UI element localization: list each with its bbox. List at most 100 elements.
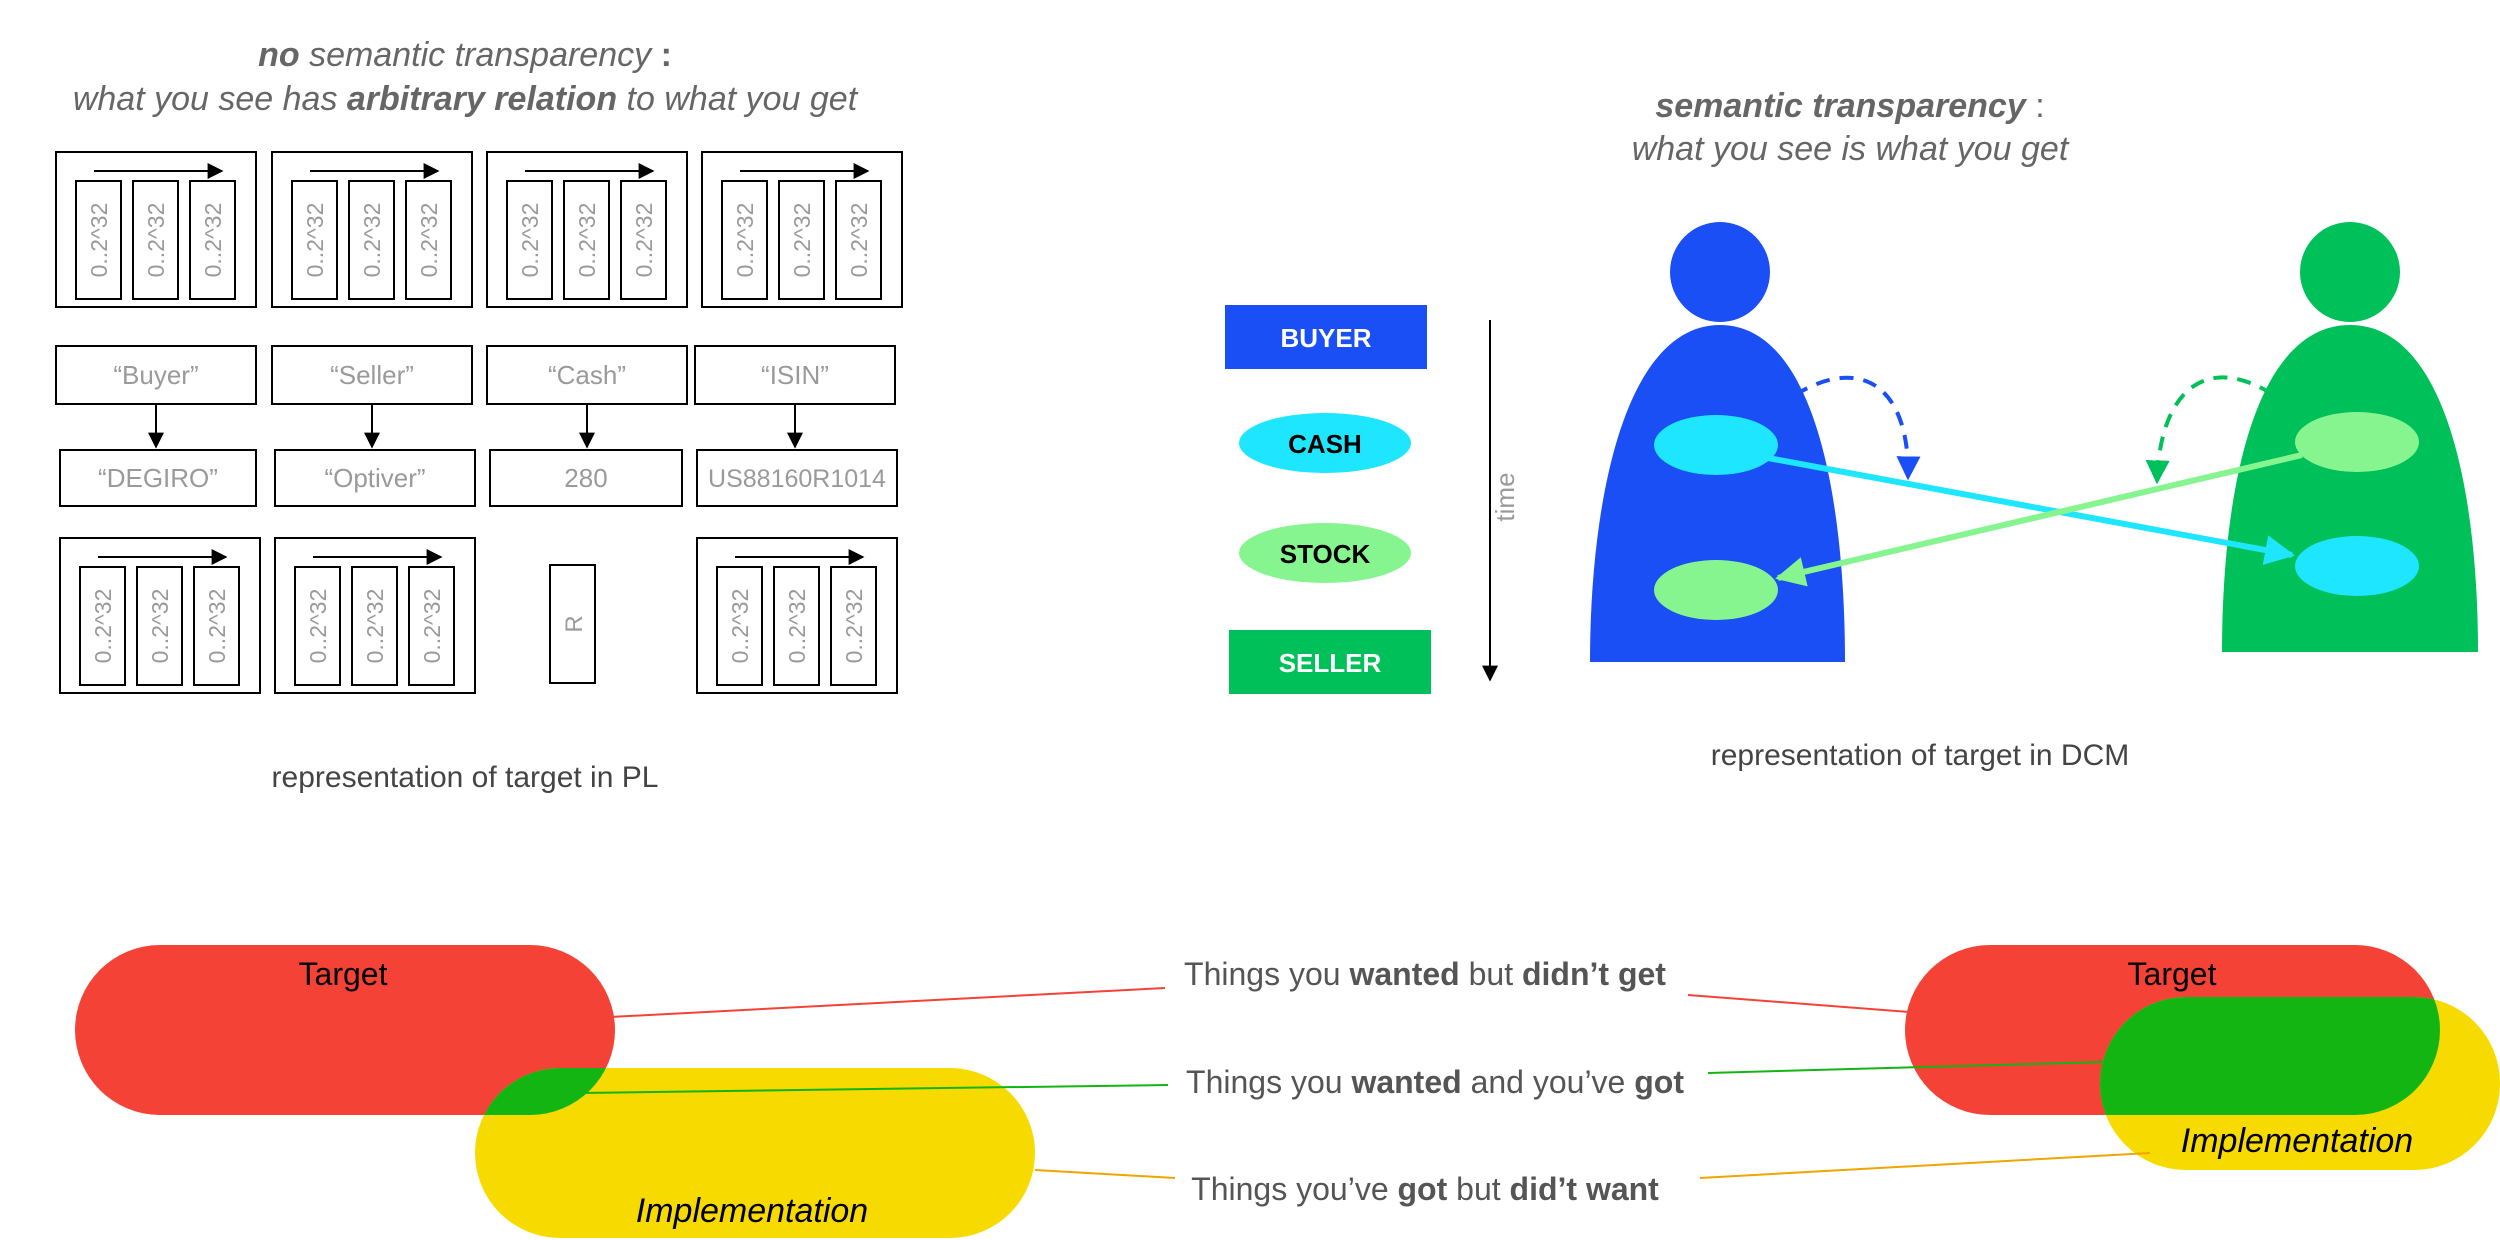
- buyer-cash: [1654, 415, 1778, 475]
- int-cell: [716, 566, 763, 686]
- value-box-degiro: [59, 449, 257, 507]
- label-box-seller: [271, 345, 473, 405]
- int-cell: [348, 180, 395, 300]
- label-arrows: [148, 404, 803, 449]
- legend-stock-ellipse: [1239, 523, 1411, 583]
- implementation-label-left: Implementation: [636, 1192, 868, 1230]
- label-isin: “ISIN”: [761, 360, 829, 390]
- right-caption: representation of target in DCM: [1711, 739, 2130, 772]
- value-isin: US88160R1014: [708, 465, 886, 493]
- seller-dashed-arc: [2145, 375, 2274, 485]
- implementation-pill-left: [475, 1068, 1035, 1238]
- buyer-dashed-arc: [1793, 375, 1921, 481]
- connector-got-unwanted-left: [1034, 1169, 1176, 1179]
- line3-d: did’t want: [1510, 1171, 1660, 1207]
- right-subtitle: what you see is what you get: [1632, 130, 2070, 168]
- value-degiro: “DEGIRO”: [98, 463, 218, 493]
- int-cell-label: 0..2^32: [302, 203, 328, 278]
- label-boxes: “Buyer” “Seller” “Cash” “ISIN”: [55, 345, 896, 405]
- line1-d: didn’t get: [1522, 956, 1666, 992]
- left-subtitle-bold: arbitrary relation: [347, 80, 617, 118]
- label-wanted-and-got: Things you wanted and you’ve got: [1186, 1064, 1684, 1100]
- int-cell: [835, 180, 882, 300]
- int-cell-label: 0..2^32: [841, 589, 867, 664]
- int-cell-label: 0..2^32: [147, 589, 173, 664]
- connector-wanted-missing-right: [1687, 994, 1911, 1013]
- int-cell-label: 0..2^32: [359, 203, 385, 278]
- int-cell-label: 0..2^32: [362, 589, 388, 664]
- int-cell-label: 0..2^32: [846, 203, 872, 278]
- left-title: no semantic transparency :: [258, 36, 672, 74]
- right-title-colon: :: [2026, 87, 2045, 125]
- buyer-stock: [1654, 560, 1778, 620]
- implementation-label-right: Implementation: [2181, 1122, 2413, 1160]
- int-cell: [294, 566, 341, 686]
- int-cell-label: 0..2^32: [631, 203, 657, 278]
- int-cell-label: 0..2^32: [200, 203, 226, 278]
- int-cell: [189, 180, 236, 300]
- int-cell: [351, 566, 398, 686]
- int-cell-label: 0..2^32: [86, 203, 112, 278]
- connector-wanted-got-right: [1707, 1061, 2106, 1074]
- line1-b: wanted: [1348, 956, 1459, 992]
- int-cell-label: 0..2^32: [90, 589, 116, 664]
- line2-d: got: [1634, 1064, 1684, 1100]
- line1-c: but: [1460, 956, 1522, 992]
- stock-transfer-arrow: [1775, 452, 2303, 587]
- left-subtitle: what you see has arbitrary relation to w…: [73, 80, 859, 118]
- legend-seller-box: [1229, 630, 1431, 694]
- r-label: R: [561, 615, 588, 632]
- int-cell: [830, 566, 877, 686]
- cash-transfer-arrow: [1767, 455, 2295, 565]
- seller-body: [2222, 325, 2478, 652]
- int-cell: [506, 180, 553, 300]
- int-cell: [79, 566, 126, 686]
- line2-a: Things you: [1186, 1064, 1351, 1100]
- left-subtitle-post: to what you get: [617, 80, 859, 118]
- int-cell-label: 0..2^32: [416, 203, 442, 278]
- line3-c: but: [1447, 1171, 1509, 1207]
- line3-a: Things you’ve: [1191, 1171, 1397, 1207]
- label-box-isin: [694, 345, 896, 405]
- label-seller: “Seller”: [330, 360, 414, 390]
- seller-cash: [2295, 536, 2419, 596]
- connector-wanted-missing-left: [609, 987, 1166, 1018]
- int-cell: [291, 180, 338, 300]
- seller-stock: [2295, 412, 2419, 472]
- left-title-colon: :: [651, 36, 672, 74]
- int-cell-label: 0..2^32: [789, 203, 815, 278]
- left-subtitle-pre: what you see has: [73, 80, 347, 118]
- int-cell-label: 0..2^32: [204, 589, 230, 664]
- value-optiver: “Optiver”: [324, 463, 425, 493]
- r-box: [549, 564, 596, 684]
- label-got-not-wanted: Things you’ve got but did’t want: [1191, 1171, 1659, 1207]
- line3-b: got: [1398, 1171, 1448, 1207]
- int-cell-label: 0..2^32: [732, 203, 758, 278]
- label-buyer: “Buyer”: [113, 360, 198, 390]
- int-cell: [136, 566, 183, 686]
- legend-cash-ellipse: [1239, 413, 1411, 473]
- label-box-cash: [486, 345, 688, 405]
- overlap-right: [2100, 997, 2440, 1115]
- target-pill-left: [75, 945, 615, 1115]
- int-cell: [773, 566, 820, 686]
- int-cell: [620, 180, 667, 300]
- target-label-left: Target: [299, 956, 388, 992]
- overlap-right-shape: [2100, 997, 2440, 1115]
- legend-seller-label: SELLER: [1279, 648, 1382, 678]
- connector-got-unwanted-right: [1699, 1152, 2151, 1179]
- legend-cash-label: CASH: [1288, 429, 1362, 459]
- value-boxes: “DEGIRO” “Optiver” 280 US88160R1014: [59, 449, 898, 507]
- bit-groups: 0..2^32 0..2^32 0..2^32 0..2^32 0..2^32 0..2^…: [55, 151, 903, 694]
- right-title-bold: semantic transparency: [1655, 87, 2027, 125]
- int-cell: [721, 180, 768, 300]
- seller-head: [2300, 222, 2400, 322]
- legend-buyer-label: BUYER: [1280, 323, 1371, 353]
- int-cell-label: 0..2^32: [517, 203, 543, 278]
- line2-b: wanted: [1350, 1064, 1461, 1100]
- left-title-rest: semantic transparency: [300, 36, 653, 74]
- label-cash: “Cash”: [548, 360, 626, 390]
- left-title-bold: no: [258, 36, 300, 74]
- line2-c: and you’ve: [1462, 1064, 1635, 1100]
- time-label: time: [1490, 472, 1520, 521]
